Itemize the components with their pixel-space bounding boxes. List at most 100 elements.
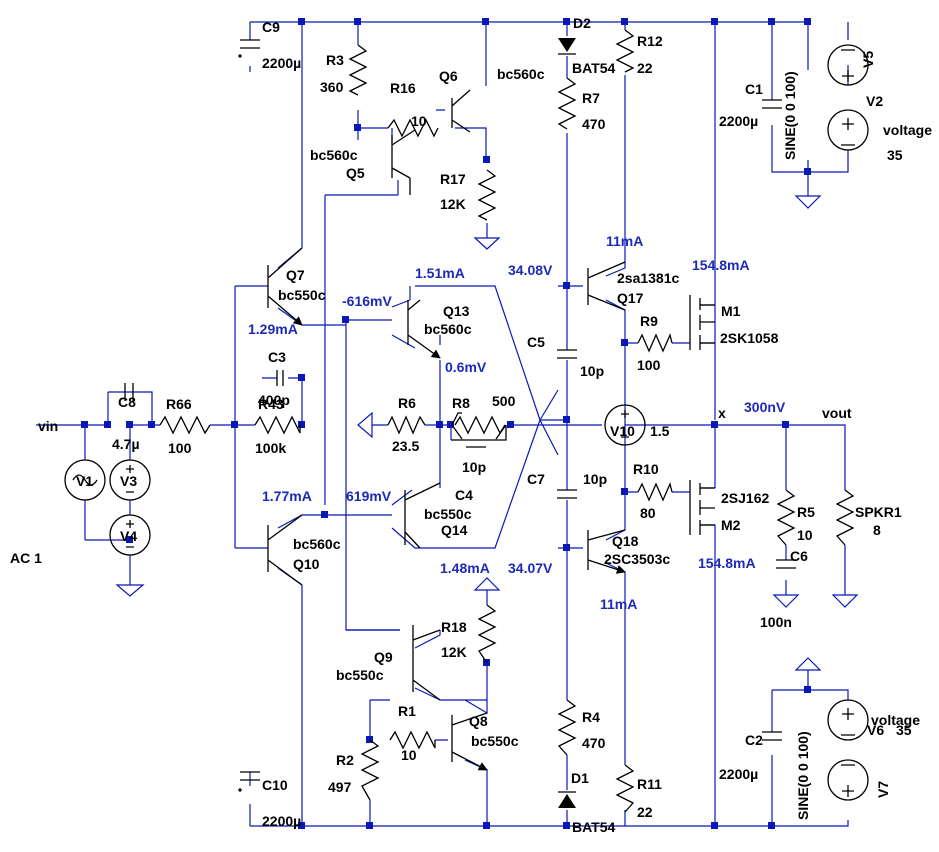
op-v-q18b: 34.07V bbox=[508, 560, 553, 576]
op-i-q18: 11mA bbox=[600, 596, 637, 612]
source-v3 bbox=[109, 459, 151, 501]
capacitor-c6 bbox=[776, 559, 796, 569]
resistor-r7 bbox=[557, 77, 577, 130]
value-r4: 470 bbox=[582, 735, 606, 751]
label-q18: Q18 bbox=[612, 533, 639, 549]
value-spkr1: 8 bbox=[873, 522, 881, 538]
r8-wiper bbox=[451, 412, 507, 440]
value2-v2: 35 bbox=[887, 147, 903, 163]
value-v2: voltage bbox=[883, 122, 932, 138]
mosfet-m2 bbox=[689, 480, 715, 535]
value-q7: bc550c bbox=[278, 287, 326, 303]
label-r18: R18 bbox=[441, 619, 467, 635]
label-c9: C9 bbox=[262, 19, 280, 35]
value-r16: 10 bbox=[411, 113, 427, 129]
ground-icon bbox=[831, 594, 859, 608]
ground-icon bbox=[794, 195, 822, 209]
transistor-q18 bbox=[587, 529, 625, 572]
value-q17: 2sa1381c bbox=[617, 270, 680, 286]
label-r1: R1 bbox=[398, 703, 416, 719]
net-x: x bbox=[718, 405, 726, 421]
label-q8: Q8 bbox=[469, 713, 488, 729]
op-v-q13b: -616mV bbox=[342, 293, 392, 309]
capacitor-c8 bbox=[124, 383, 134, 401]
op-i-q13: 1.51mA bbox=[415, 265, 465, 281]
value-r17: 12K bbox=[440, 196, 466, 212]
label-c8: C8 bbox=[118, 394, 136, 410]
value-m1: 2SK1058 bbox=[720, 330, 779, 346]
source-v10 bbox=[604, 404, 646, 446]
label-r17: R17 bbox=[440, 171, 466, 187]
ground-icon bbox=[772, 594, 800, 608]
label-c5: C5 bbox=[527, 334, 545, 350]
capacitor-c9 bbox=[238, 39, 260, 58]
source-v7 bbox=[827, 759, 869, 801]
capacitor-c10 bbox=[238, 771, 260, 792]
label-d1: D1 bbox=[571, 770, 589, 786]
capacitor-c3 bbox=[276, 370, 284, 386]
resistor-r4 bbox=[557, 699, 577, 756]
transistor-q5 bbox=[391, 129, 416, 195]
label-v4: V4 bbox=[120, 528, 137, 544]
op-i-m1: 154.8mA bbox=[692, 257, 750, 273]
resistor-r66 bbox=[159, 415, 211, 435]
label-q13: Q13 bbox=[443, 303, 470, 319]
resistor-r8 bbox=[454, 415, 506, 435]
sine-label-top: SINE(0 0 100) bbox=[782, 71, 798, 160]
value-q6: bc560c bbox=[497, 66, 545, 82]
ground-icon bbox=[794, 657, 822, 671]
op-v-q14b: 619mV bbox=[346, 488, 392, 504]
label-r43: R43 bbox=[258, 396, 284, 412]
label-r12: R12 bbox=[637, 33, 663, 49]
value-r12: 22 bbox=[637, 60, 653, 76]
ground-icon bbox=[115, 584, 145, 597]
resistor-r17 bbox=[477, 169, 497, 221]
label-v7: V7 bbox=[875, 781, 891, 798]
resistor-r12 bbox=[615, 29, 635, 73]
resistor-r2 bbox=[360, 739, 380, 801]
value-r10: 80 bbox=[640, 505, 656, 521]
label-r10: R10 bbox=[633, 461, 659, 477]
value-v10: 1.5 bbox=[650, 423, 670, 439]
value-v6: 35 bbox=[896, 722, 912, 738]
transistor-q9 bbox=[412, 625, 441, 701]
label-r4: R4 bbox=[582, 709, 600, 725]
label-v6: V6 bbox=[867, 722, 884, 738]
mosfet-m1 bbox=[689, 295, 715, 350]
resistor-r18 bbox=[477, 604, 497, 664]
capacitor-c2 bbox=[762, 731, 782, 741]
resistor-r9 bbox=[637, 332, 673, 353]
label-r6: R6 bbox=[398, 395, 416, 411]
label-r66: R66 bbox=[166, 396, 192, 412]
op-i-q10: 1.77mA bbox=[262, 488, 312, 504]
value-r9: 100 bbox=[637, 357, 661, 373]
value2-v6: voltage bbox=[871, 712, 920, 728]
transistor-q8 bbox=[451, 712, 487, 770]
transistor-q6 bbox=[451, 89, 471, 133]
capacitor-c1 bbox=[762, 99, 782, 109]
label-spkr1: SPKR1 bbox=[855, 504, 902, 520]
value-c8: 4.7µ bbox=[112, 436, 140, 452]
value-q8: bc550c bbox=[471, 733, 519, 749]
transistor-q13 bbox=[407, 299, 440, 358]
value-r6: 23.5 bbox=[392, 438, 419, 454]
ground-icon bbox=[473, 237, 501, 250]
source-v6 bbox=[827, 699, 869, 741]
value-c3: 400p bbox=[258, 392, 290, 408]
value-q18: 2SC3503c bbox=[604, 551, 670, 567]
label-r16: R16 bbox=[390, 80, 416, 96]
resistor-r16 bbox=[387, 118, 439, 138]
net-vin: vin bbox=[38, 418, 58, 434]
diode-d1 bbox=[558, 791, 576, 808]
label-v5: V5 bbox=[860, 51, 876, 68]
resistor-spkr1 bbox=[835, 489, 855, 546]
value-r18: 12K bbox=[441, 644, 467, 660]
label-r3: R3 bbox=[326, 52, 344, 68]
diode-d2 bbox=[558, 38, 576, 55]
value-r8: 500 bbox=[492, 393, 516, 409]
value-q9: bc550c bbox=[336, 667, 384, 683]
value-q10: bc560c bbox=[293, 536, 341, 552]
label-c3: C3 bbox=[268, 349, 286, 365]
label-q9: Q9 bbox=[374, 649, 393, 665]
ground-icon bbox=[357, 411, 373, 439]
